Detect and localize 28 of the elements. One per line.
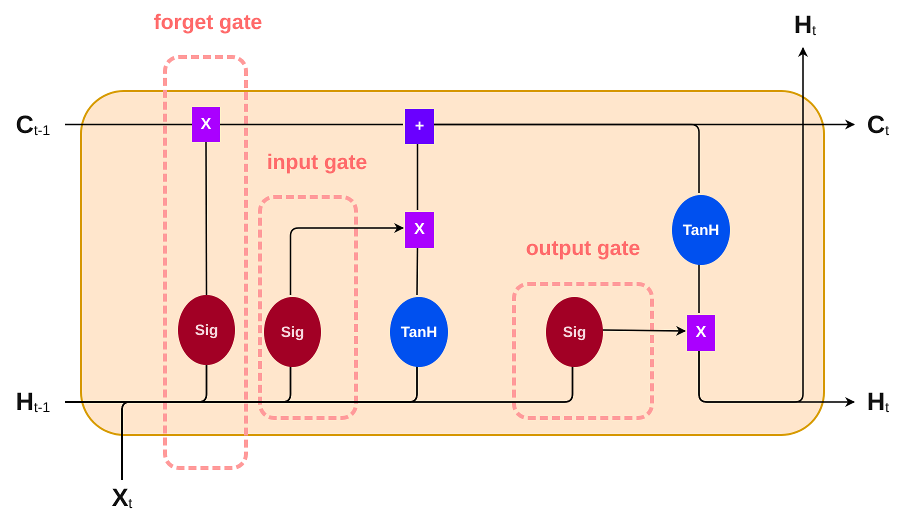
sigmoid-layer: Sig [546,297,603,367]
connector-line [416,142,418,210]
gate-label: forget gate [152,10,264,36]
arrow [600,326,686,336]
lstm-cell-background [80,90,825,436]
arrow [290,223,404,295]
connector-line [432,124,700,193]
sigmoid-layer: Sig [264,297,321,367]
variable-label: H$_{t}$ [860,385,896,419]
variable-label: H$_{t-1}$ [4,385,62,419]
add-operator: + [405,109,434,144]
arrow [698,47,808,403]
multiply-operator: X [192,107,220,142]
gate-label: input gate [266,150,368,176]
variable-label: H$_{t}$ [785,6,825,44]
variable-label: X$_{t}$ [100,480,144,516]
gate-label: output gate [524,236,642,262]
connector-line [416,246,418,295]
connector-line [698,263,700,313]
connector-line [121,365,574,480]
tanh-layer: TanH [390,297,448,367]
connector-line [205,142,208,295]
multiply-operator: X [405,212,434,248]
connector-line [220,124,403,126]
multiply-operator: X [687,315,715,351]
variable-label: C$_{t-1}$ [4,108,62,142]
tanh-layer: TanH [672,195,730,265]
variable-label: C$_{t}$ [860,108,896,142]
